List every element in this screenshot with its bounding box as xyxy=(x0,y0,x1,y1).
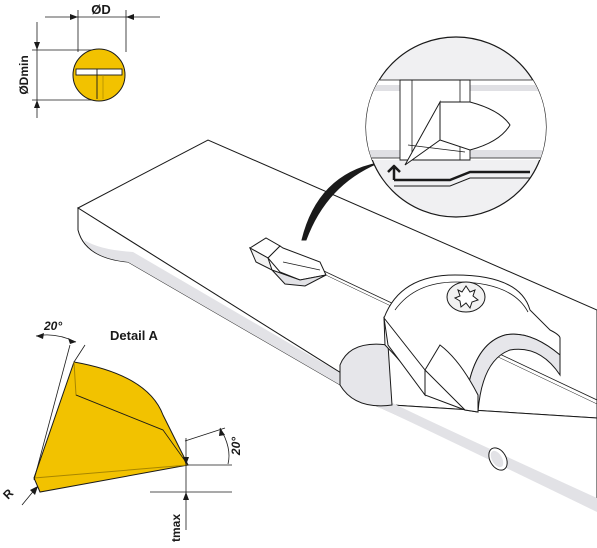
radius-label: R xyxy=(0,486,16,502)
insert-front-view: ØD ØDmin xyxy=(17,2,160,118)
tmax-label: tmax xyxy=(169,514,183,542)
magnified-detail xyxy=(365,36,547,218)
angle-top-label: 20° xyxy=(43,319,62,333)
diameter-label: ØD xyxy=(91,2,111,17)
torx-screw-icon xyxy=(446,281,486,313)
feed-arrow-icon xyxy=(387,164,530,182)
clamp-ring xyxy=(383,274,561,413)
detail-a-title: Detail A xyxy=(110,328,159,343)
detail-a: Detail A 20° 20° tmax R xyxy=(0,319,243,542)
bar-insert xyxy=(248,237,327,287)
diameter-min-label: ØDmin xyxy=(17,55,31,94)
angle-right-label: 20° xyxy=(229,437,243,456)
boring-bar xyxy=(76,139,597,512)
